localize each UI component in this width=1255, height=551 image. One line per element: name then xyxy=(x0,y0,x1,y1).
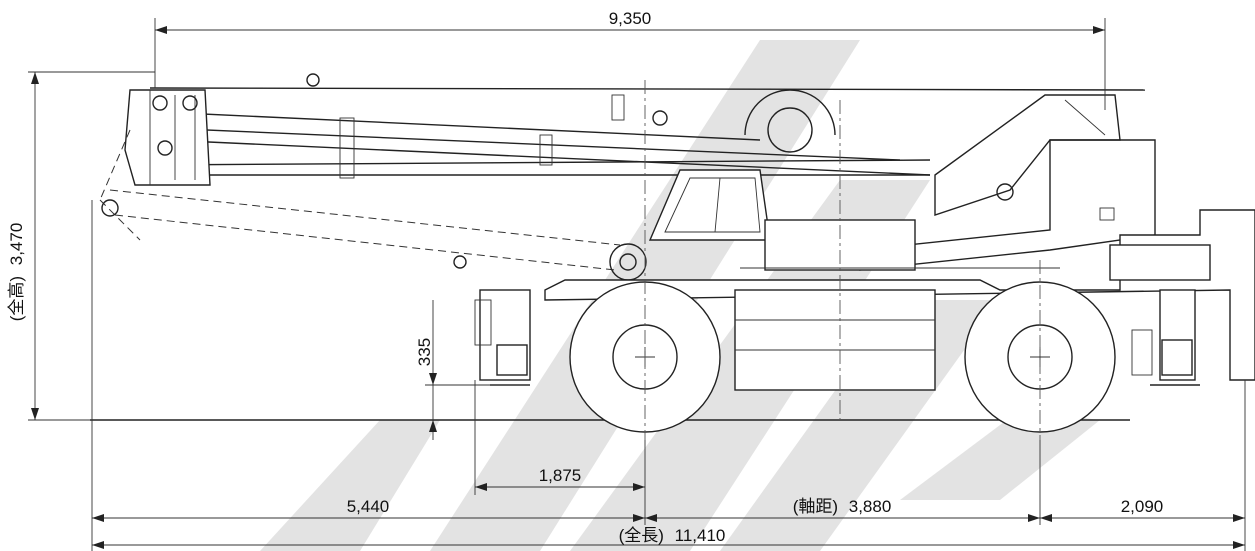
dim-front-outrigger-span: 1,875 xyxy=(474,380,646,495)
dim-ground-clearance: 335 xyxy=(415,300,530,440)
front-outrigger-span-value: 1,875 xyxy=(539,466,582,485)
boom-lowered-outline xyxy=(99,129,621,271)
overall-height-label: (全高) xyxy=(7,276,26,321)
front-overhang-value: 5,440 xyxy=(347,497,390,516)
wheelbase-value: 3,880 xyxy=(849,497,892,516)
dim-overall-height: (全高) 3,470 xyxy=(7,71,155,421)
overall-length-label: (全長) xyxy=(619,526,664,545)
dim-lower-row: 5,440 (軸距) 3,880 2,090 xyxy=(91,200,1246,551)
rear-outrigger xyxy=(1131,289,1200,386)
rear-wheel xyxy=(964,281,1116,433)
hoist-winch xyxy=(744,89,836,153)
telescopic-boom xyxy=(124,73,1146,186)
rear-overhang-value: 2,090 xyxy=(1121,497,1164,516)
overall-length-value: 11,410 xyxy=(675,526,726,545)
boom-reach-value: 9,350 xyxy=(609,9,652,28)
ground-clearance-value: 335 xyxy=(415,338,434,366)
front-outrigger xyxy=(474,289,531,386)
overall-height-value: 3,470 xyxy=(7,223,26,266)
svg-text:(全高) 3,470: (全高) 3,470 xyxy=(7,223,26,322)
dim-boom-reach: 9,350 xyxy=(154,9,1106,110)
svg-text:(全長) 11,410: (全長) 11,410 xyxy=(619,526,726,545)
wheelbase-label: (軸距) xyxy=(793,497,838,516)
svg-text:(軸距) 3,880: (軸距) 3,880 xyxy=(793,497,892,516)
dim-overall-length: (全長) 11,410 xyxy=(92,526,1245,549)
